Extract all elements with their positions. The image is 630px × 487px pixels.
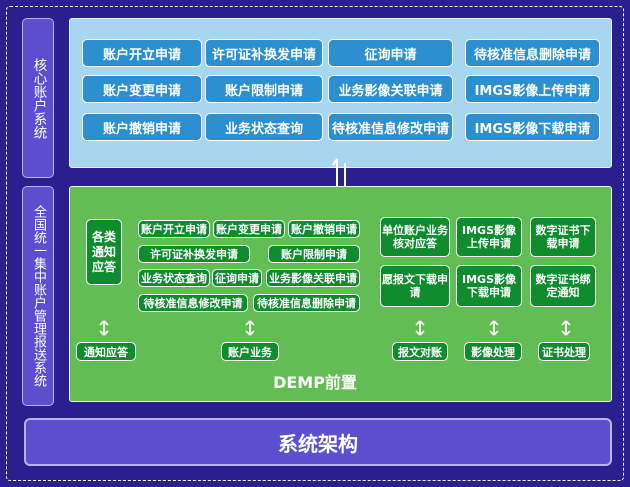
demp-btn-message-download[interactable]: 愿报文下载申请	[380, 265, 450, 307]
core-btn-account-change[interactable]: 账户变更申请	[82, 75, 202, 103]
national-system-label: 全国统一集中账户管理报送系统	[22, 186, 54, 406]
demp-btn-account-change[interactable]: 账户变更申请	[213, 220, 285, 238]
demp-btn-license-reissue[interactable]: 许可证补换发申请	[138, 245, 250, 263]
double-arrow-icon	[415, 320, 425, 336]
tag-notify-response[interactable]: 通知应答	[76, 342, 136, 361]
core-btn-pending-modify[interactable]: 待核准信息修改申请	[328, 113, 453, 141]
double-arrow-icon	[99, 320, 109, 336]
demp-btn-cert-download[interactable]: 数字证书下载申请	[530, 217, 596, 257]
tag-message-reconcile[interactable]: 报文对账	[392, 342, 448, 361]
core-btn-inquiry[interactable]: 征询申请	[328, 39, 453, 67]
demp-btn-account-open[interactable]: 账户开立申请	[138, 220, 210, 238]
demp-btn-imgs-upload[interactable]: IMGS影像上传申请	[456, 217, 522, 257]
notify-response-block[interactable]: 各类通知应答	[86, 219, 122, 285]
core-btn-account-open[interactable]: 账户开立申请	[82, 39, 202, 67]
demp-btn-unit-account-check[interactable]: 单位账户业务核对应答	[380, 217, 450, 257]
core-btn-imgs-upload[interactable]: IMGS影像上传申请	[465, 75, 600, 103]
demp-btn-pending-delete[interactable]: 待核准信息删除申请	[253, 294, 360, 312]
tag-account-business[interactable]: 账户业务	[221, 342, 279, 361]
demp-title: DEMP前置	[273, 373, 357, 392]
demp-btn-inquiry[interactable]: 征询申请	[212, 269, 262, 287]
outer-dashed-frame	[6, 6, 624, 481]
core-system-label: 核心账户系统	[22, 18, 54, 178]
core-system-panel: 账户开立申请 许可证补换发申请 征询申请 待核准信息删除申请 账户变更申请 账户…	[69, 18, 612, 168]
demp-btn-status-query[interactable]: 业务状态查询	[138, 269, 210, 287]
demp-btn-imgs-download[interactable]: IMGS影像下载申请	[456, 265, 522, 307]
core-btn-license-reissue[interactable]: 许可证补换发申请	[205, 39, 323, 67]
demp-btn-image-link[interactable]: 业务影像关联申请	[266, 269, 360, 287]
tag-image-processing[interactable]: 影像处理	[464, 342, 522, 361]
demp-btn-account-limit[interactable]: 账户限制申请	[268, 245, 360, 263]
double-arrow-icon	[489, 320, 499, 336]
core-btn-pending-delete[interactable]: 待核准信息删除申请	[465, 39, 600, 67]
core-btn-image-link[interactable]: 业务影像关联申请	[328, 75, 453, 103]
core-btn-account-cancel[interactable]: 账户撤销申请	[82, 113, 202, 141]
double-arrow-icon	[245, 320, 255, 336]
demp-btn-cert-bind-notify[interactable]: 数字证书绑定通知	[530, 265, 596, 307]
system-architecture-title: 系统架构	[24, 418, 612, 466]
demp-btn-account-cancel[interactable]: 账户撤销申请	[288, 220, 360, 238]
core-btn-imgs-download[interactable]: IMGS影像下载申请	[465, 113, 600, 141]
core-btn-account-limit[interactable]: 账户限制申请	[205, 75, 323, 103]
tag-cert-processing[interactable]: 证书处理	[538, 342, 590, 361]
demp-btn-pending-modify[interactable]: 待核准信息修改申请	[138, 294, 248, 312]
core-btn-status-query[interactable]: 业务状态查询	[205, 113, 323, 141]
demp-panel: 各类通知应答 账户开立申请 账户变更申请 账户撤销申请 许可证补换发申请 账户限…	[69, 186, 612, 402]
double-arrow-icon	[561, 320, 571, 336]
